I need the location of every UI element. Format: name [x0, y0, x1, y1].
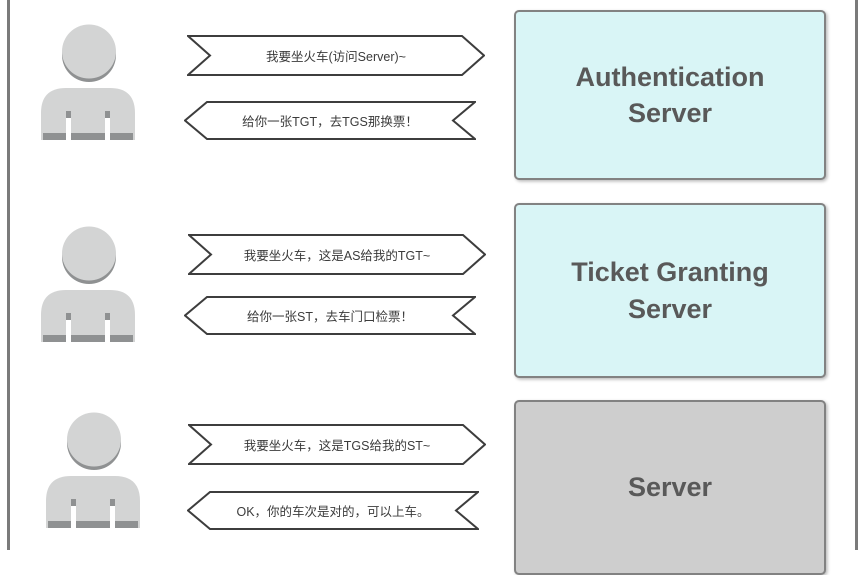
request-arrow: 我要坐火车(访问Server)~ — [187, 35, 485, 76]
request-arrow: 我要坐火车，这是TGS给我的ST~ — [188, 424, 486, 465]
diagram-canvas: 我要坐火车(访问Server)~ 给你一张TGT，去TGS那换票！ Authen… — [7, 0, 858, 575]
arrow-right-icon — [188, 424, 486, 465]
response-arrow: 给你一张ST，去车门口检票！ — [184, 296, 476, 335]
response-message: 给你一张TGT，去TGS那换票！ — [242, 115, 418, 129]
request-message: 我要坐火车(访问Server)~ — [266, 50, 406, 64]
frame-border-right — [855, 0, 858, 550]
frame-border-left — [7, 0, 10, 550]
response-message: OK，你的车次是对的，可以上车。 — [236, 505, 430, 519]
server-box: Server — [514, 400, 826, 575]
ticket-granting-server-box: Ticket Granting Server — [514, 203, 826, 378]
request-message: 我要坐火车，这是TGS给我的ST~ — [243, 439, 431, 453]
arrow-right-icon — [188, 234, 486, 275]
response-arrow: 给你一张TGT，去TGS那换票！ — [184, 101, 476, 140]
person-icon-graphic — [41, 24, 135, 140]
person-icon — [40, 226, 136, 342]
arrow-left-icon — [184, 101, 476, 140]
request-message: 我要坐火车，这是AS给我的TGT~ — [243, 249, 431, 263]
arrow-right-icon — [187, 35, 485, 76]
response-arrow: OK，你的车次是对的，可以上车。 — [187, 491, 479, 530]
person-icon-graphic — [41, 226, 135, 342]
person-icon-graphic — [46, 412, 140, 528]
server-box-label: Server — [627, 472, 713, 503]
authentication-server-box: Authentication Server — [514, 10, 826, 180]
person-icon — [40, 24, 136, 140]
arrow-left-icon — [184, 296, 476, 335]
person-icon — [45, 412, 141, 528]
arrow-left-icon — [187, 491, 479, 530]
server-box-label: Ticket Granting Server — [571, 257, 769, 324]
server-box-label: Authentication Server — [575, 61, 765, 128]
response-message: 给你一张ST，去车门口检票！ — [247, 310, 413, 324]
request-arrow: 我要坐火车，这是AS给我的TGT~ — [188, 234, 486, 275]
